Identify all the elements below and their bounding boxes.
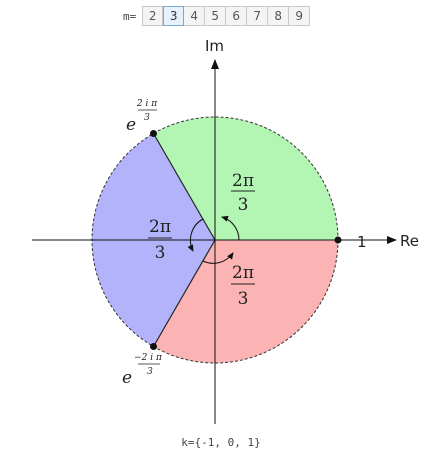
sector-red xyxy=(153,240,338,363)
m-label: m= xyxy=(123,9,137,23)
angle-numerator: 2π xyxy=(232,263,254,283)
m-button-8[interactable]: 8 xyxy=(268,6,290,26)
one-label: 1 xyxy=(357,233,367,251)
exp-base: e xyxy=(122,368,132,388)
real-axis-label: Re xyxy=(400,232,419,250)
imag-axis-label: Im xyxy=(205,37,224,55)
angle-denominator: 3 xyxy=(155,243,166,263)
exp-numerator: 2 i π xyxy=(136,99,158,109)
radius-upper xyxy=(152,133,216,241)
root-point-upper xyxy=(150,130,157,137)
root-label-lower: e −2 i π 3 xyxy=(122,353,163,388)
angle-arc-green xyxy=(221,215,240,241)
angle-label-green: 2π 3 xyxy=(231,171,255,215)
exp-base: e xyxy=(126,115,136,135)
angle-denominator: 3 xyxy=(238,195,249,215)
sector-green xyxy=(153,117,338,240)
angle-numerator: 2π xyxy=(149,217,171,237)
root-point-1 xyxy=(334,236,342,244)
m-button-6[interactable]: 6 xyxy=(226,6,248,26)
radius-lower xyxy=(152,239,216,347)
angle-denominator: 3 xyxy=(238,289,249,309)
m-button-9[interactable]: 9 xyxy=(289,6,311,26)
m-button-7[interactable]: 7 xyxy=(247,6,269,26)
m-button-5[interactable]: 5 xyxy=(205,6,227,26)
root-point-lower xyxy=(150,343,157,350)
angle-arc-blue xyxy=(187,218,204,252)
m-selector: m= 2 3 4 5 6 7 8 9 xyxy=(123,5,311,27)
k-values-caption: k={-1, 0, 1} xyxy=(181,436,261,449)
angle-label-blue: 2π 3 xyxy=(148,217,172,263)
exp-denominator: 3 xyxy=(147,367,153,377)
angle-arc-red xyxy=(202,252,234,264)
m-button-4[interactable]: 4 xyxy=(184,6,206,26)
m-button-2[interactable]: 2 xyxy=(142,6,164,26)
root-label-upper: e 2 i π 3 xyxy=(126,99,158,135)
m-button-3[interactable]: 3 xyxy=(163,6,185,26)
exp-denominator: 3 xyxy=(144,113,150,123)
angle-label-red: 2π 3 xyxy=(231,263,255,309)
exp-numerator: −2 i π xyxy=(134,353,163,363)
angle-numerator: 2π xyxy=(232,171,254,191)
